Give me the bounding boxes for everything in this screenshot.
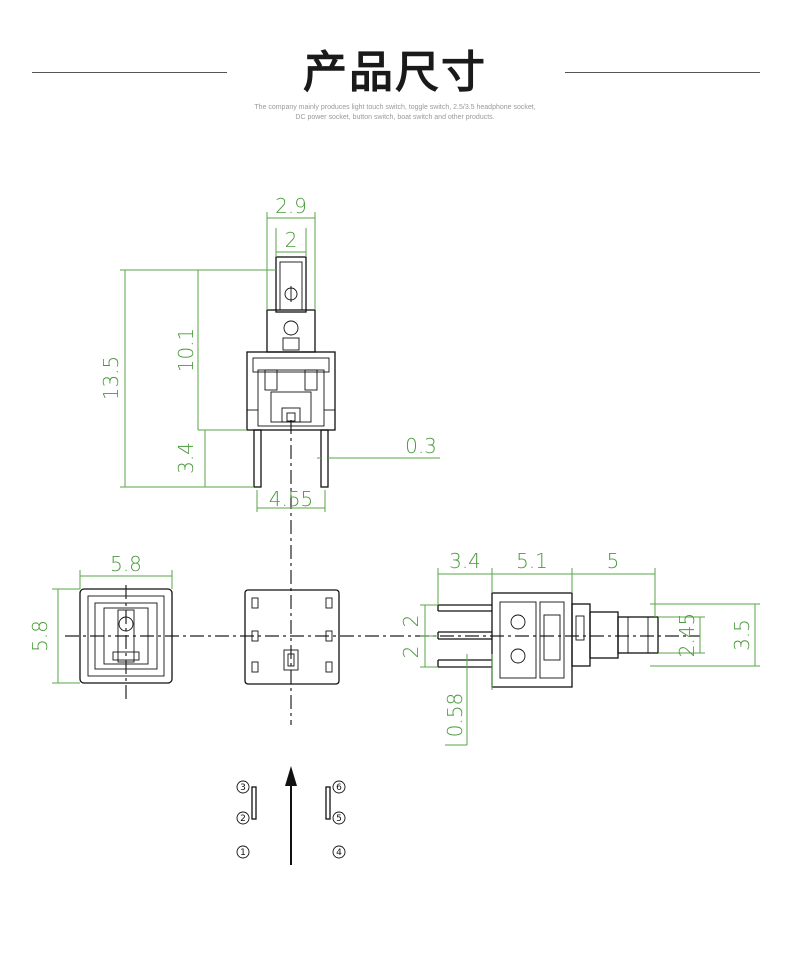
dim-square-width: 5.8 [110,552,142,576]
square-top-view [52,570,173,700]
pin-label-3: 3 [240,783,246,793]
dim-side-pitch-b: 2 [399,646,423,659]
dim-square-height: 5.8 [28,620,52,652]
center-lines [65,420,700,725]
dim-pin-thickness: 0.3 [405,434,437,458]
dim-body-height: 10.1 [174,328,198,373]
dim-top-inner: 2 [285,228,298,252]
pin-label-5: 5 [336,814,342,824]
dim-stem-outer: 3.5 [730,619,754,651]
dim-pin-pitch: 4.55 [269,487,314,511]
dim-side-stem: 5 [607,549,620,573]
subtitle-line-2: DC power socket, button switch, boat swi… [295,114,495,121]
dim-side-pin: 3.4 [449,549,481,573]
dim-top-width: 2.9 [275,194,307,218]
dim-side-body: 5.1 [516,549,548,573]
front-view [120,212,440,512]
title-rule-left [32,72,227,73]
dim-side-pitch-a: 2 [399,615,423,628]
dim-total-height: 13.5 [99,356,123,401]
dim-side-pin-offset: 0.58 [443,693,467,738]
pin-label-4: 4 [336,848,342,858]
page-subtitle: The company mainly produces light touch … [0,103,790,123]
pin-label-6: 6 [336,783,342,793]
pin-label-2: 2 [240,814,246,824]
pin-label-1: 1 [240,848,246,858]
side-view [420,568,760,746]
dim-stem-height: 2.45 [675,613,699,658]
page-title: 产品尺寸 [303,47,487,98]
title-rule-right [565,72,760,73]
arrow-up-icon [285,766,297,786]
page-header: 产品尺寸 The company mainly produces light t… [0,0,790,130]
dim-pin-length: 3.4 [174,442,198,474]
pin-diagram [236,766,346,865]
bottom-view [244,589,340,685]
subtitle-line-1: The company mainly produces light touch … [254,104,536,111]
